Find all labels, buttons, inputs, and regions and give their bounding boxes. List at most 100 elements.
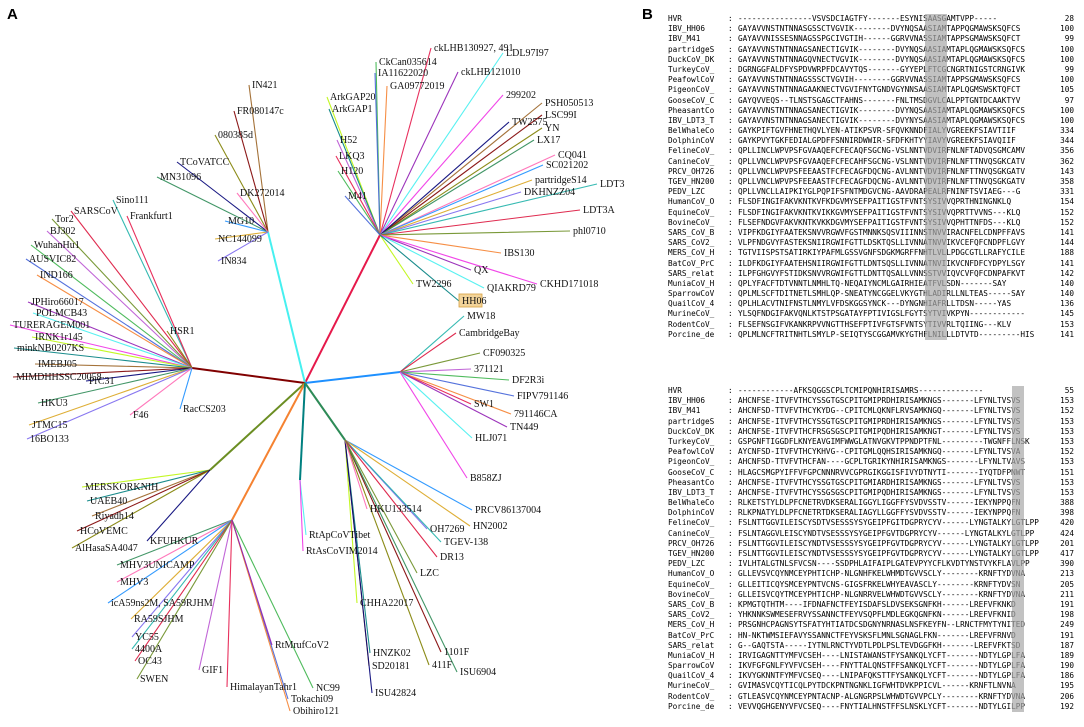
alignment-row: SARS_CoV2_:YHKNNKSWMESEFRVYSSANNCTFEYVSQ…	[668, 610, 1080, 621]
sequence-residues: AHCNFSE-ITVFVTHCYSSGTGSCPITGMIPRDHIRISAM…	[738, 416, 1044, 427]
sequence-residues: QPLLVNCLWPVPSFEEAASTFCFECAGFDQCNG-AVLNNT…	[738, 166, 1025, 177]
alignment-row: Porcine_de:VEVVQGHGENYVFVCSEQ----FNYTIAL…	[668, 701, 1080, 712]
alignment-row: IBV_HH06:GAYAVVNSTNTNNASGSSCTVGVIK------…	[668, 24, 1080, 35]
tree-leaf-label: JTMC15	[32, 420, 68, 431]
sequence-name: SARS_relat	[668, 640, 715, 650]
tree-branch	[399, 371, 468, 479]
separator: :	[728, 406, 733, 416]
sequence-residues: IKVFGFGNLFYVFVCSEH----FNYTTALQNSTFFSANKQ…	[738, 661, 1025, 672]
residue-position: 153	[1060, 319, 1074, 329]
sequence-residues: YHKNNKSWMESEFRVYSSANNCTFEYVSQPFLMDLEGKQG…	[738, 610, 1044, 621]
sequence-name: GooseCoV_C	[668, 95, 715, 105]
tree-branch	[179, 367, 193, 410]
separator: :	[728, 528, 733, 538]
residue-position: 417	[1060, 549, 1074, 558]
tree-branch	[34, 363, 193, 369]
tree-leaf-label: LDL97I97	[506, 48, 549, 59]
tree-leaf-label: 1101F	[444, 647, 470, 658]
residue-position: 143	[1060, 166, 1074, 176]
tree-leaf-label: HCoVEMC	[80, 526, 128, 537]
separator: :	[728, 640, 733, 650]
alignment-row: QuailCoV_4:IKVYGKNNTFYMFVCSEQ----LNIPAFQ…	[668, 671, 1080, 682]
alignment-row: GooseCoV_C:GAYQVVEQS--TLNSTSGAGCTFAHNS--…	[668, 95, 1080, 106]
tree-leaf-label: QX	[474, 265, 489, 276]
separator: :	[728, 518, 733, 528]
tree-leaf-label: CKHD171018	[540, 279, 598, 290]
conserved-column-shade	[1011, 681, 1025, 692]
sequence-residues: VEVVQGHGENYVFVCSEQ----FNYTIALHNSTFFSLNSK…	[738, 701, 1025, 712]
residue-position: 192	[1060, 701, 1074, 711]
tree-leaf-label: RtApCoVTibet	[309, 530, 371, 541]
tree-branch	[379, 85, 388, 236]
residue-position: 206	[1060, 691, 1074, 701]
residue-position: 141	[1060, 329, 1074, 339]
tree-trunk	[191, 367, 306, 384]
tree-branch	[32, 312, 193, 369]
alignment-row: MurineCoV_:YLSQFNDGIFAKVQNLKTSTPSGATAYFP…	[668, 309, 1080, 320]
conserved-column-shade	[941, 64, 947, 76]
tree-leaf-label: DK272014	[240, 188, 284, 199]
tree-branch	[233, 110, 269, 233]
sequence-residues: GAYKPIFTGVFHNETHQVLYEN-ATIKPSVR-SFQVKNND…	[738, 126, 1016, 137]
alignment-row: MuniaCoV_H:QPLYFACFTDTVNNTLNMHLTQ-NEQAIY…	[668, 278, 1080, 290]
residue-position: 100	[1060, 105, 1074, 115]
sequence-residues: VIPFKDGIYFAATEKSNVVRGWVFGSTMNNKSQSVIIINN…	[738, 227, 1025, 239]
sequence-name: MuniaCoV_H	[668, 650, 715, 660]
tree-leaf-label: HimalayanTahr1	[230, 682, 297, 693]
conserved-column-shade	[941, 207, 947, 218]
sequence-residues: ------------AFKSQGGSCPLTCMIPQNHIRISAMRS-…	[738, 386, 1044, 397]
conserved-column-shade	[941, 258, 947, 269]
residue-position: 153	[1060, 416, 1074, 426]
tree-leaf-label: WuhanHu1	[34, 240, 80, 251]
sequence-residues: GTLEASVCQYNMCEYPNTACNP-ALGNGRPSLWHWDTGVV…	[738, 691, 1025, 702]
conserved-column-shade	[1011, 528, 1025, 539]
residue-position: 153	[1060, 477, 1074, 487]
conserved-column-shade	[941, 177, 947, 188]
tree-leaf-label: OC43	[138, 656, 162, 667]
sequence-name: IBV_LDT3_T	[668, 115, 715, 125]
alignment-row: MuniaCoV_H:IRVIGAGNTTYMFVCSEH----LNISTAW…	[668, 650, 1080, 662]
separator: :	[728, 650, 733, 660]
tree-branch	[337, 170, 381, 236]
separator: :	[728, 136, 733, 146]
tree-leaf-label: DF2R3i	[512, 375, 544, 386]
separator: :	[728, 396, 733, 406]
tree-leaf-label: NC99	[316, 683, 340, 694]
sequence-name: PheasantCo	[668, 477, 715, 487]
tree-branch	[379, 121, 510, 236]
tree-branch	[344, 439, 368, 510]
panel-label-a: A	[7, 6, 18, 23]
conserved-column-shade	[941, 24, 947, 35]
tree-branch	[76, 469, 211, 532]
alignment-row: partridgeS:GAYAVVNSTNTNNAGSANECTIGVIK---…	[668, 44, 1080, 55]
tree-leaf-label: TCoVATCC	[180, 157, 230, 168]
tree-branch	[231, 519, 273, 646]
tree-branch	[344, 439, 418, 574]
separator: :	[728, 238, 733, 248]
alignment-row: SARS_relat:G--GAQTSTA-----IYTNLRNCTYVDTL…	[668, 640, 1080, 651]
separator: :	[728, 14, 733, 23]
alignment-row: PeafowlCoV:AYCNFSD-ITVFVTHCYKHVG--CPITGM…	[668, 447, 1080, 458]
sequence-residues: QPLMLSCFTDITNETLSMHLQP-SNEATYNCGGELVKYGT…	[738, 289, 1025, 300]
residue-position: 100	[1060, 24, 1074, 34]
residue-position: 152	[1060, 406, 1074, 416]
sequence-residues: ILDFKDGIYFAATEHSNIIRGWIFGTTLDNTSQSLLIVNN…	[738, 258, 1025, 269]
sequence-residues: DGRNGGFALDFYSPDVWRPFDCAVYTQS-------GYYEP…	[738, 64, 1025, 76]
tree-leaf-label: SW1	[474, 399, 494, 410]
tree-branch	[379, 114, 543, 236]
residue-position: 198	[1060, 610, 1074, 620]
tree-leaf-label: IA11622020	[378, 68, 428, 79]
residue-position: 186	[1060, 671, 1074, 681]
tree-branch	[344, 439, 438, 558]
residue-position: 99	[1064, 34, 1074, 44]
sequence-name: PigeonCoV_	[668, 457, 715, 467]
tree-branch	[335, 155, 381, 236]
conserved-column-shade	[1011, 559, 1025, 570]
sequence-residues: RLKETSTYLDLPFCNETRVDKSERALIGGYLIGGFFYSVD…	[738, 498, 1044, 509]
separator: :	[728, 309, 733, 319]
separator: :	[728, 426, 733, 436]
sequence-name: IBV_LDT3_T	[668, 487, 715, 497]
tree-trunk	[267, 231, 306, 384]
separator: :	[728, 467, 733, 477]
residue-position: 201	[1060, 538, 1074, 548]
